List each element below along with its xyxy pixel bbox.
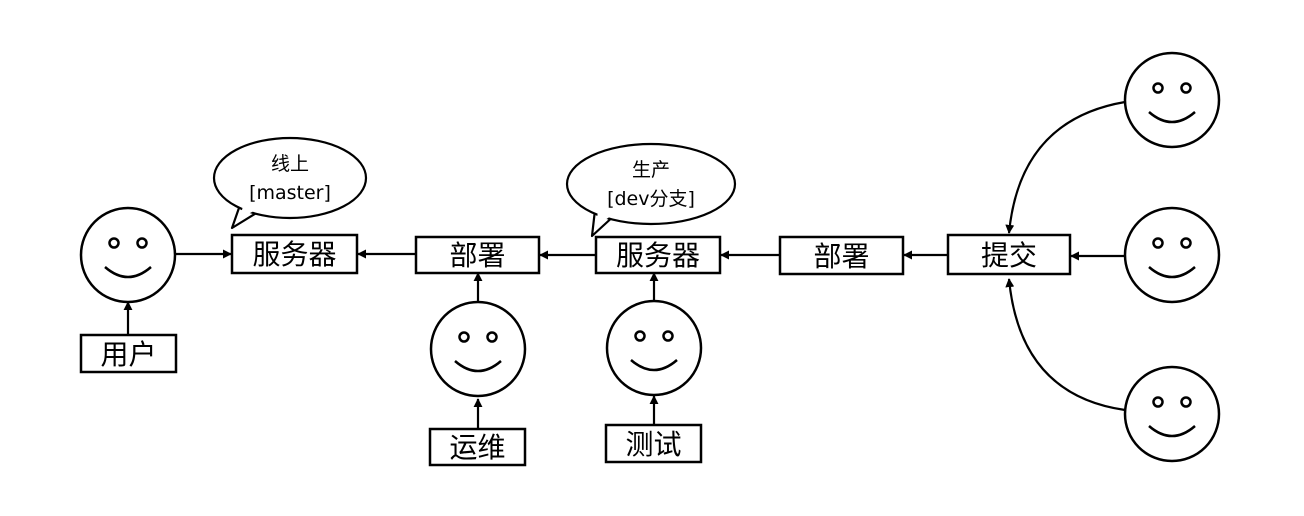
- box-user-label: 用户: [100, 338, 156, 371]
- box-deploy-prod: 部署: [414, 235, 541, 275]
- bubble-production: 生产 [dev分支]: [565, 142, 737, 238]
- ops-smiley-face-icon: [429, 300, 527, 398]
- box-server-dev-label: 服务器: [616, 239, 700, 272]
- box-ops: 运维: [428, 427, 527, 467]
- developer-middle-smiley-face-icon: [1123, 206, 1221, 304]
- bubble-online-line2: [master]: [249, 182, 331, 204]
- box-test-label: 测试: [625, 428, 681, 461]
- box-ops-label: 运维: [449, 431, 505, 464]
- arrow-bottom-face-to-commit: [1005, 278, 1126, 412]
- user-smiley-face-icon: [79, 206, 177, 304]
- developer-bottom-smiley-face-icon: [1123, 365, 1221, 463]
- box-commit: 提交: [946, 233, 1072, 276]
- box-server-prod-label: 服务器: [252, 238, 336, 271]
- box-deploy-dev: 部署: [778, 235, 905, 276]
- bubble-production-line1: 生产: [632, 159, 670, 181]
- bubble-online-line1: 线上: [271, 153, 309, 175]
- test-smiley-face-icon: [605, 299, 703, 397]
- box-user: 用户: [79, 333, 178, 374]
- developer-top-smiley-face-icon: [1123, 51, 1221, 149]
- box-test: 测试: [604, 423, 703, 464]
- box-deploy-prod-label: 部署: [449, 239, 505, 272]
- box-commit-label: 提交: [981, 239, 1037, 272]
- connectors: [123, 100, 1126, 428]
- bubble-production-line2: [dev分支]: [607, 188, 695, 210]
- arrow-top-face-to-commit: [1005, 100, 1126, 234]
- box-deploy-dev-label: 部署: [813, 240, 869, 273]
- box-server-dev: 服务器: [594, 235, 722, 275]
- box-server-prod: 服务器: [230, 233, 359, 275]
- bubble-online: 线上 [master]: [212, 136, 368, 230]
